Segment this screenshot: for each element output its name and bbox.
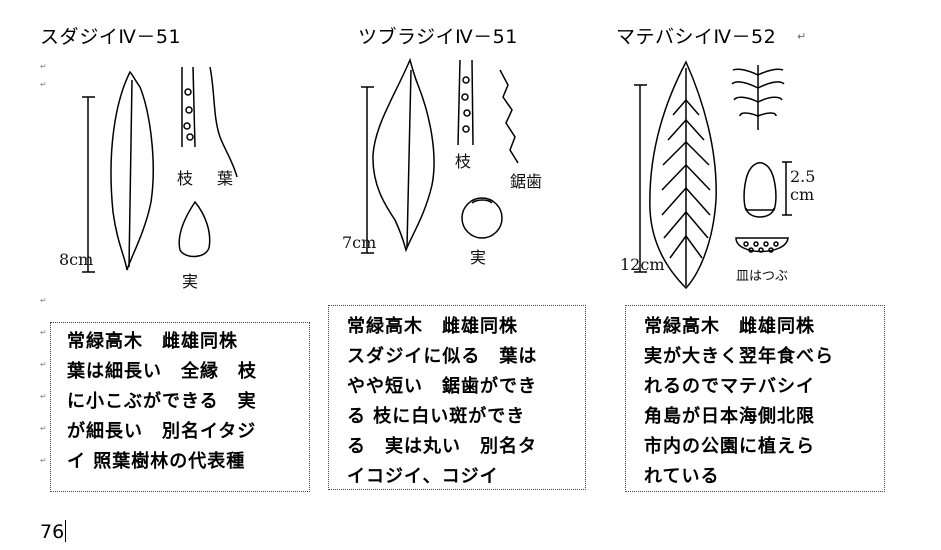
branch-label: 枝 [455, 152, 471, 171]
text-cursor [65, 520, 67, 542]
paragraph-mark-icon: ↵ [40, 296, 47, 305]
paragraph-mark-icon: ↵ [40, 360, 47, 369]
paragraph-mark-icon: ↵ [40, 328, 47, 337]
fruit-label: 実 [182, 272, 198, 291]
size-label: 12cm [620, 255, 665, 274]
paragraph-mark-icon: ↵ [40, 424, 47, 433]
description-box-1: 常緑高木 雌雄同株 葉は細長い 全縁 枝 に小こぶができる 実 が細長い 別名イ… [50, 322, 310, 492]
size-label: 7cm [342, 233, 376, 252]
sudajii-illustration: 枝 葉 実 8cm [59, 66, 238, 291]
paragraph-mark-icon: ↵ [40, 80, 47, 89]
species-title-2: ツブラジイⅣ－51 [358, 26, 518, 48]
tsuburajii-illustration: 枝 鋸歯 実 7cm [342, 57, 542, 267]
page-number-text: 76 [40, 521, 65, 543]
leaf-label: 葉 [217, 169, 233, 188]
paragraph-mark-icon: ↵ [40, 392, 47, 401]
description-text: 常緑高木 雌雄同株 実が大きく翌年食べら れるのでマテバシイ 角島が日本海側北限… [644, 316, 834, 487]
description-box-2: 常緑高木 雌雄同株 スダジイに似る 葉は やや短い 鋸歯ができ る 枝に白い斑が… [328, 305, 586, 490]
description-box-3: 常緑高木 雌雄同株 実が大きく翌年食べら れるのでマテバシイ 角島が日本海側北限… [625, 305, 885, 492]
cup-label: 皿はつぶ [736, 269, 788, 284]
serration-label: 鋸歯 [510, 172, 542, 191]
page-number: 76 [40, 520, 67, 543]
paragraph-mark-icon: ↵ [40, 62, 47, 71]
return-mark-icon: ↵ [797, 30, 807, 43]
branch-label: 枝 [177, 169, 193, 188]
description-text: 常緑高木 雌雄同株 スダジイに似る 葉は やや短い 鋸歯ができ る 枝に白い斑が… [347, 316, 538, 487]
fruit-label: 実 [470, 248, 486, 267]
species-title-1: スダジイⅣ－51 [40, 26, 182, 48]
size-label: 8cm [59, 250, 93, 269]
species-title-3: マテバシイⅣ－52 [616, 26, 777, 48]
paragraph-mark-icon: ↵ [40, 456, 47, 465]
description-text: 常緑高木 雌雄同株 葉は細長い 全縁 枝 に小こぶができる 実 が細長い 別名イ… [67, 331, 257, 472]
